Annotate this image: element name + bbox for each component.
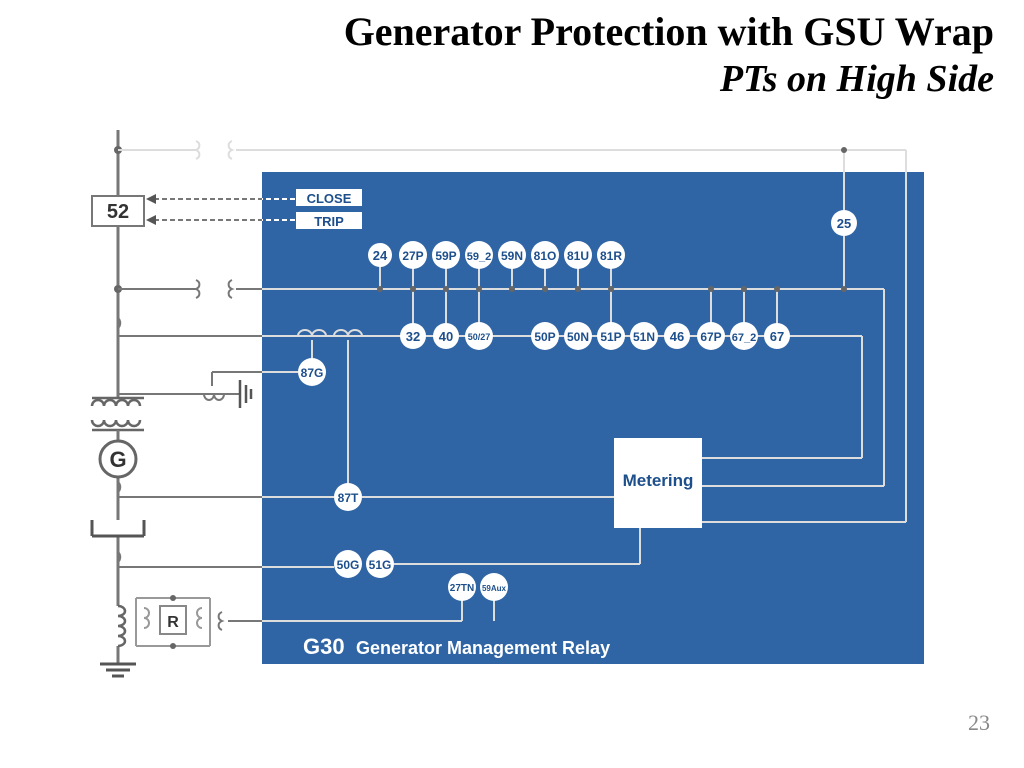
svg-text:59P: 59P [435,249,456,263]
device-d67p: 67P [697,322,725,350]
close-label: CLOSE [307,191,352,206]
metering-label: Metering [623,471,694,490]
svg-text:50N: 50N [567,330,589,344]
grounding-transformer [117,604,127,648]
bottom-ground-icon [100,662,136,678]
device-d59n: 59N [498,241,526,269]
svg-text:81U: 81U [567,249,589,263]
device-d59-2: 59_2 [465,241,493,269]
relay-name: Generator Management Relay [356,638,610,658]
close-arrow-icon [146,194,156,204]
trip-command-box [296,212,362,229]
svg-text:67_2: 67_2 [732,332,756,344]
device-d51g: 51G [366,550,394,578]
breaker-label: 52 [107,201,129,223]
device-d46: 46 [664,323,690,349]
gsu-transformer [90,396,144,432]
svg-text:59_2: 59_2 [467,251,491,263]
svg-text:50G: 50G [337,558,360,572]
slide-title: Generator Protection with GSU Wrap [343,9,994,54]
resistor-label: R [167,614,179,631]
trip-arrow-icon [146,215,156,225]
breaker-box [91,195,145,227]
device-d50g: 50G [334,550,362,578]
page-number: 23 [968,710,990,735]
relay-panel [262,172,924,664]
resistor-box [159,605,187,635]
relay-model: G30 [303,634,345,659]
device-d59aux: 59Aux [480,573,508,601]
pt-high-side-line [118,140,907,523]
svg-text:81R: 81R [600,249,622,263]
neutral-ground [118,371,262,401]
device-d81o: 81O [531,241,559,269]
generator-icon [98,439,138,479]
device-d87t: 87T [334,483,362,511]
pt-bus [262,236,885,487]
svg-text:32: 32 [406,329,420,344]
svg-text:46: 46 [670,329,684,344]
device-d67: 67 [764,323,790,349]
svg-text:67P: 67P [700,330,721,344]
device-d81u: 81U [564,241,592,269]
svg-text:87T: 87T [338,491,359,505]
svg-text:50P: 50P [534,330,555,344]
svg-text:27TN: 27TN [450,583,474,594]
device-d67-2: 67_2 [730,322,758,350]
svg-text:50/27: 50/27 [468,332,491,342]
svg-text:25: 25 [837,216,851,231]
slide-title-block: Generator Protection with GSU Wrap PTs o… [344,8,994,102]
svg-text:51G: 51G [369,558,392,572]
svg-text:87G: 87G [301,366,324,380]
svg-text:67: 67 [770,329,784,344]
device-d27p: 27P [399,241,427,269]
device-d50n: 50N [564,322,592,350]
close-command-box [296,189,362,206]
device-d59p: 59P [432,241,460,269]
svg-text:51P: 51P [600,330,621,344]
svg-text:59N: 59N [501,249,523,263]
device-d51p: 51P [597,322,625,350]
device-d87g: 87G [298,358,326,386]
slide-subtitle: PTs on High Side [719,58,994,100]
device-d81r: 81R [597,241,625,269]
svg-text:27P: 27P [402,249,423,263]
svg-text:59Aux: 59Aux [482,584,507,593]
trip-label: TRIP [314,214,344,229]
device-d50-27: 50/27 [465,322,493,350]
device-d24: 24 [368,243,392,267]
device-d32: 32 [400,323,426,349]
aux-bus-bracket [90,520,146,538]
metering-box [614,438,702,528]
generator-label: G [109,447,126,472]
svg-text:81O: 81O [534,249,557,263]
svg-text:24: 24 [373,248,388,263]
svg-text:40: 40 [439,329,453,344]
device-d25: 25 [831,210,857,236]
ct-bus [262,329,863,488]
device-d40: 40 [433,323,459,349]
device-d27tn: 27TN [448,573,476,601]
device-d51n: 51N [630,322,658,350]
device-d50p: 50P [531,322,559,350]
ground-icon [238,380,253,408]
svg-text:51N: 51N [633,330,655,344]
